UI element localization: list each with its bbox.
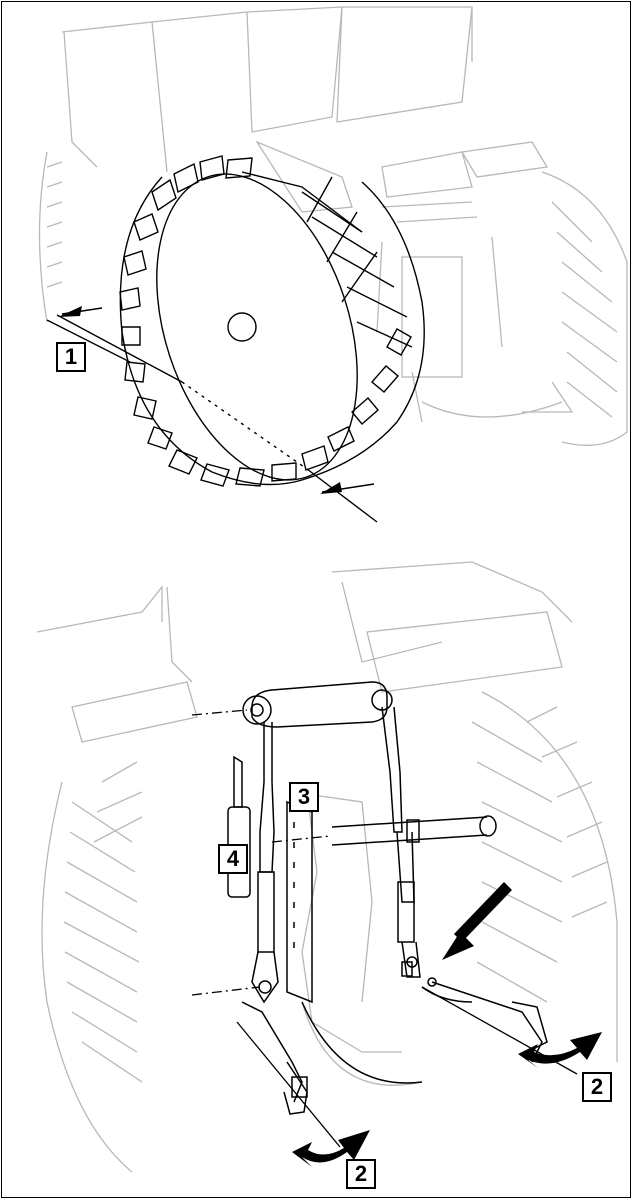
callout-label-2-left: 2 <box>346 1159 376 1189</box>
callout-label-3: 3 <box>289 782 319 812</box>
callout-label-2-right: 2 <box>582 1072 612 1102</box>
callout-label-1: 1 <box>56 342 86 372</box>
tractor-rear-illustration-top <box>38 6 628 523</box>
callout-label-4: 4 <box>218 844 248 874</box>
